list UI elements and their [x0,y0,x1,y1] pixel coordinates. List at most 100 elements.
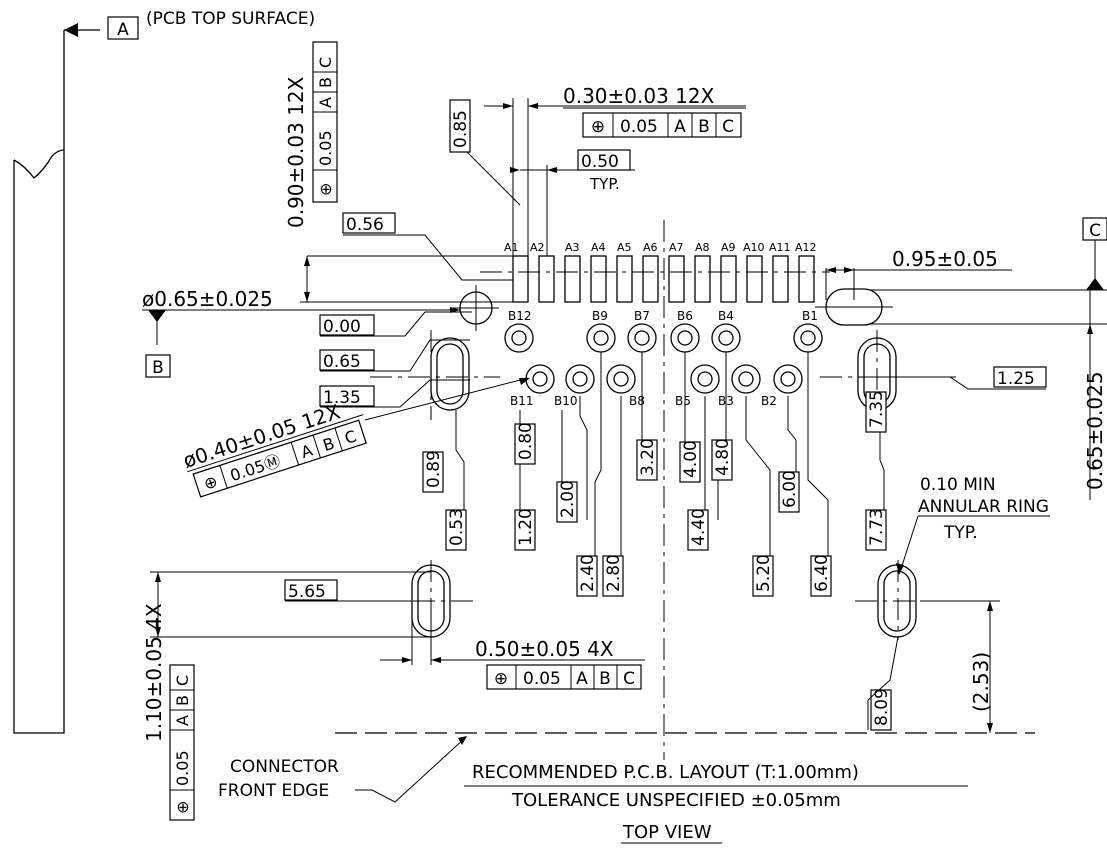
datum-a-note: (PCB TOP SURFACE) [146,9,315,29]
dim-c-offset: 0.95±0.05 [892,247,998,271]
dim-125: 1.25 [997,369,1035,389]
pin-label: A11 [769,241,791,254]
left-callouts: 0.56 ø0.65±0.025 B 0.00 0.65 1.35 [142,212,513,408]
pin-label: A5 [617,241,632,254]
fcf-datum-c: C [623,669,635,689]
dim-pad-length: 0.90±0.03 12X [284,76,308,228]
tolerance-note: TOLERANCE UNSPECIFIED ±0.05mm [511,790,841,811]
note-annular-1: 0.10 MIN [920,475,996,495]
dim-065: 0.65 [323,352,361,372]
dim-440: 4.40 [689,508,709,546]
pin-label: A9 [721,241,736,254]
dim-slot-length: 1.10±0.05 4X [142,603,166,742]
fcf-slot-length: C B A 0.05 ⊕ [169,664,195,821]
pin-label: B4 [718,309,734,323]
lower-left-dims: 5.65 0.50±0.05 4X ⊕ 0.05 A B C 1.10±0.05… [142,571,645,821]
fcf-datum-a: A [576,669,588,689]
fcf-slot-width: ⊕ 0.05 A B C [486,664,642,690]
dim-hole-b: ø0.65±0.025 [142,287,273,311]
position-symbol: ⊕ [173,801,192,814]
pin-label: A2 [530,241,545,254]
pad-width-dims: 0.30±0.03 12X ⊕ 0.05 A B C 0.50 TYP. 0.8… [449,84,746,256]
fcf-datum-c: C [173,675,192,686]
pin-label: B8 [629,394,645,408]
fcf-tolerance: 0.05 [173,750,192,786]
pin-label: A10 [743,241,765,254]
a-row-labels: A1 A2 A3 A4 A5 A6 A7 A8 A9 A10 A11 A12 [504,241,817,254]
connector-note-2: FRONT EDGE [218,781,329,801]
datum-a-label: A [117,20,129,40]
dim-135: 1.35 [323,388,361,408]
dim-320: 3.20 [638,438,658,476]
pin-label: B1 [802,309,818,323]
position-symbol: ⊕ [494,669,508,689]
fcf-datum-b: B [698,117,710,137]
dim-pad-width: 0.30±0.03 12X [563,84,715,108]
fcf-pad-width: ⊕ 0.05 A B C [582,112,742,138]
dim-000: 0.00 [323,317,361,337]
fcf-tolerance: 0.05 [316,130,335,166]
pin-label: A8 [695,241,710,254]
position-symbol: ⊕ [316,183,335,196]
side-view: A (PCB TOP SURFACE) [13,9,315,734]
pin-label: B12 [508,309,532,323]
pin-label: B11 [510,394,534,408]
dim-240: 2.40 [578,554,598,592]
position-symbol: ⊕ [201,471,220,493]
pin-label: B6 [677,309,693,323]
fcf-datum-c: C [342,426,358,448]
dim-120: 1.20 [516,508,536,546]
right-callouts: C 0.65±0.025 0.95±0.05 1.25 [825,217,1107,500]
dim-400: 4.00 [681,440,701,478]
slot-left-upper [430,337,470,411]
note-annular-3: TYP. [943,523,978,543]
pin-label: B5 [675,394,691,408]
connector-note-1: CONNECTOR [230,757,339,777]
dim-280: 2.80 [604,554,624,592]
fcf-datum-c: C [316,57,335,68]
datum-c-label: C [1089,221,1101,241]
dim-080: 0.80 [516,422,536,460]
dim-735: 7.35 [867,390,887,428]
pin-label: B7 [634,309,650,323]
dim-200: 2.00 [558,480,578,518]
dim-773: 7.73 [867,508,887,546]
pad-length-dim: 0.90±0.03 12X C B A 0.05 ⊕ [284,41,513,303]
dim-typ: TYP. [589,175,620,193]
dim-640: 6.40 [812,554,832,592]
fcf-datum-c: C [722,117,734,137]
fcf-datum-b: B [599,669,611,689]
bottom-notes: CONNECTOR FRONT EDGE RECOMMENDED P.C.B. … [218,736,968,844]
dim-085: 0.85 [451,110,471,148]
layout-title: RECOMMENDED P.C.B. LAYOUT (T:1.00mm) [472,762,859,783]
pin-label: A12 [795,241,817,254]
fcf-datum-a: A [674,117,686,137]
note-annular-2: ANNULAR RING [918,497,1049,517]
fcf-datum-a: A [173,715,192,726]
annular-ring-note: 0.10 MIN ANNULAR RING TYP. [896,475,1050,575]
dim-089: 0.89 [424,450,444,488]
pin-label: B2 [761,394,777,408]
fcf-tolerance: 0.05 [523,669,561,689]
pin-label: B10 [554,394,578,408]
position-symbol: ⊕ [591,117,605,137]
dim-056: 0.56 [346,215,384,235]
pin-label: A1 [504,241,519,254]
dim-520: 5.20 [754,554,774,592]
dim-600: 6.00 [780,470,800,508]
dim-pitch: 0.50 [581,152,619,172]
dim-253: (2.53) [969,652,993,712]
fcf-datum-b: B [173,695,192,706]
a-row-pads [512,255,815,303]
pin-label: A6 [643,241,658,254]
dim-480: 4.80 [713,438,733,476]
dim-c-vertical: 0.65±0.025 [1083,371,1107,490]
view-label: TOP VIEW [622,822,712,843]
dim-053: 0.53 [447,508,467,546]
dim-809: 8.09 [872,688,892,726]
vertical-dimensions: 0.89 0.53 0.80 1.20 2.00 2.40 2.80 3.20 … [422,390,892,731]
pin-label: A7 [669,241,684,254]
b-row-vias [504,323,823,394]
pin-label: A3 [565,241,580,254]
